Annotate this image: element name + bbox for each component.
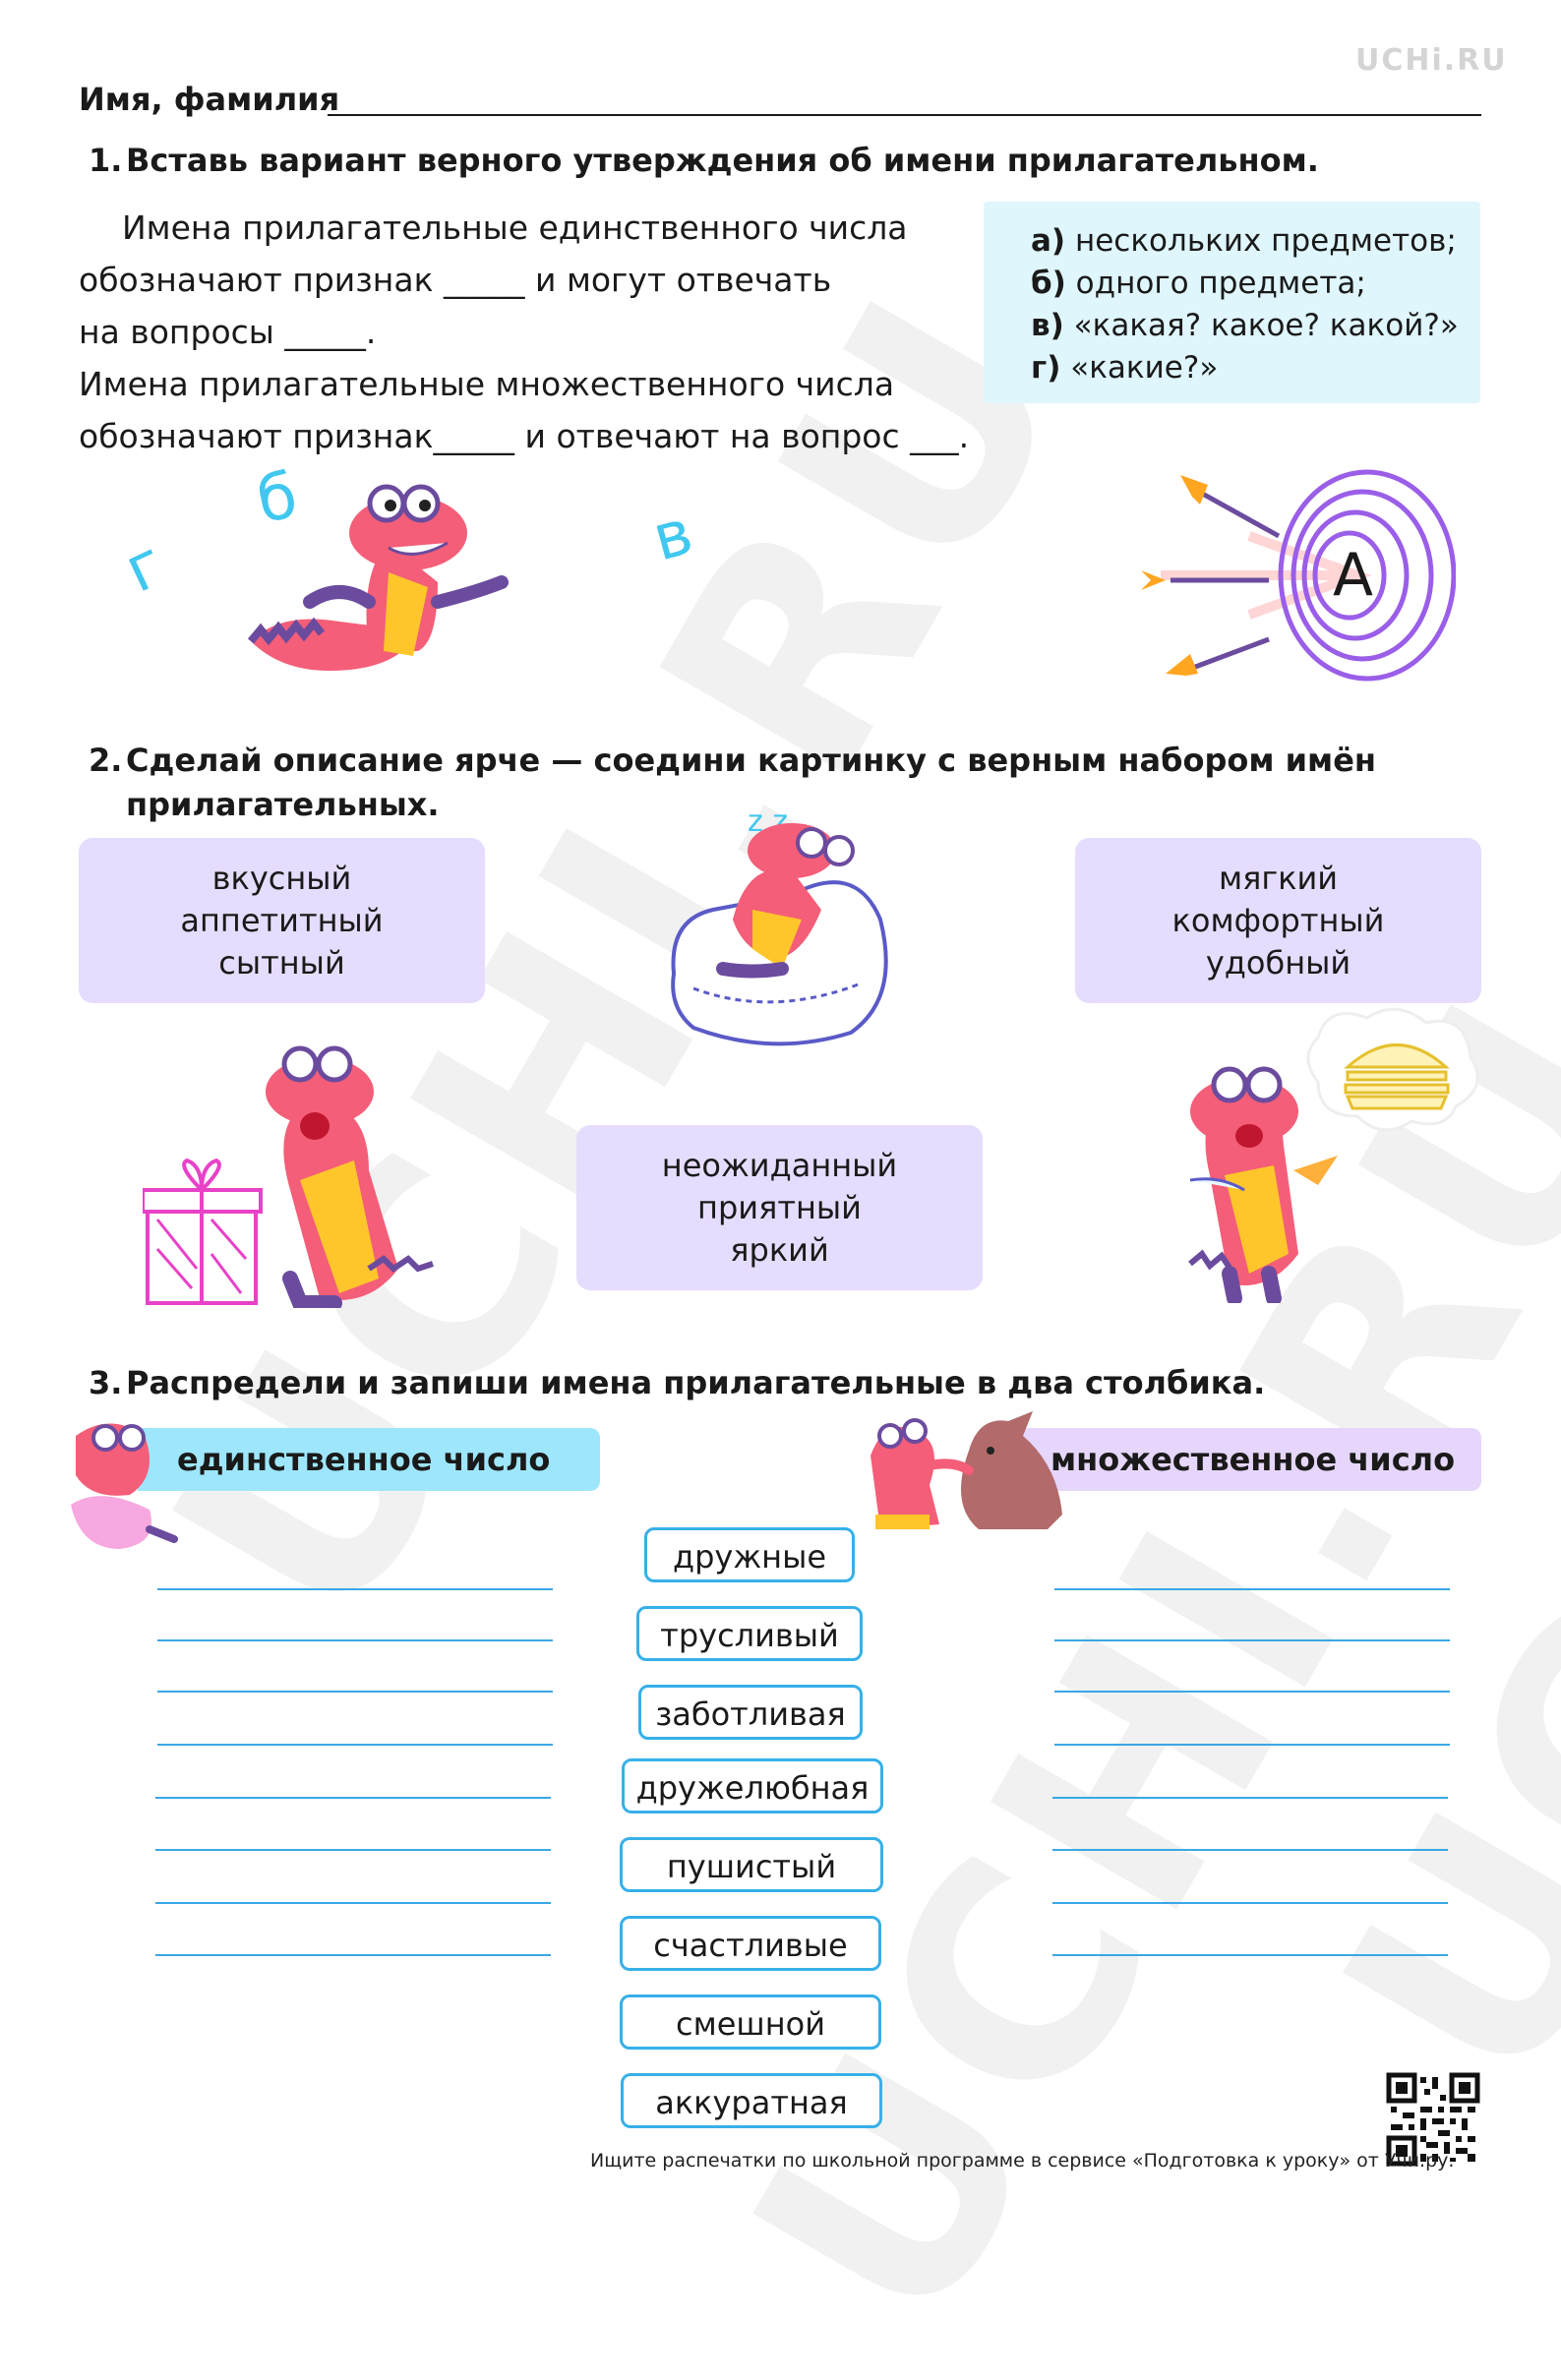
answer-line-plural[interactable] xyxy=(1052,1849,1448,1851)
adjective: вкусный xyxy=(211,859,352,897)
adjective-box-food[interactable]: вкусный аппетитный сытный xyxy=(79,838,485,1003)
plural-header: множественное число xyxy=(1023,1428,1481,1491)
task2-title-line1: Сделай описание ярче — соедини картинку … xyxy=(126,742,1377,779)
qr-code[interactable] xyxy=(1385,2071,1481,2168)
dino-gift-illustration[interactable] xyxy=(143,1042,438,1308)
singular-label: единственное число xyxy=(177,1441,551,1478)
adjective: аппетитный xyxy=(180,901,384,939)
answer-line-singular[interactable] xyxy=(157,1639,553,1641)
task1-line: Имена прилагательные множественного числ… xyxy=(79,365,895,403)
adjective: комфортный xyxy=(1171,901,1385,939)
adjective: мягкий xyxy=(1218,859,1339,897)
answer-line-plural[interactable] xyxy=(1052,1954,1448,1956)
name-input-line[interactable] xyxy=(328,114,1481,116)
floating-letter-g: г xyxy=(113,527,175,608)
task1-line: обозначают признак _____ и могут отвечат… xyxy=(79,261,832,299)
task1-title-text: Вставь вариант верного утверждения об им… xyxy=(126,142,1319,179)
option-v: в) «какая? какое? какой?» xyxy=(1031,308,1459,343)
singular-header: единственное число xyxy=(138,1428,600,1491)
task2-number: 2. xyxy=(89,742,123,779)
dino-beanbag-illustration[interactable]: z z xyxy=(654,802,910,1057)
answer-line-plural[interactable] xyxy=(1052,1797,1448,1799)
task3-title: 3.Распредели и запиши имена прилагательн… xyxy=(89,1361,1265,1404)
task1-line: на вопросы _____. xyxy=(79,313,377,351)
word-chip[interactable]: счастливые xyxy=(620,1916,881,1971)
uchi-logo: UCHi.RU xyxy=(1355,43,1508,78)
adjective-box-comfort[interactable]: мягкий комфортный удобный xyxy=(1075,838,1481,1003)
task3-number: 3. xyxy=(89,1364,123,1401)
plural-label: множественное число xyxy=(1051,1441,1456,1478)
answer-line-singular[interactable] xyxy=(155,1902,551,1904)
word-chip[interactable]: трусливый xyxy=(636,1606,863,1661)
word-chip[interactable]: заботливая xyxy=(638,1685,863,1740)
target-darts-illustration xyxy=(1141,469,1456,682)
answer-line-plural[interactable] xyxy=(1054,1588,1450,1590)
target-letter: А xyxy=(1333,541,1374,610)
task2-title-line2: прилагательных. xyxy=(126,786,440,823)
adjective-box-gift[interactable]: неожиданный приятный яркий xyxy=(576,1125,983,1290)
answer-line-singular[interactable] xyxy=(157,1691,553,1693)
task1-number: 1. xyxy=(89,142,123,179)
task1-text: Имена прилагательные единственного числа… xyxy=(79,202,970,462)
option-b: б) одного предмета; xyxy=(1031,266,1366,301)
adjective: сытный xyxy=(218,943,345,982)
option-a: а) нескольких предметов; xyxy=(1031,223,1457,259)
word-chip[interactable]: аккуратная xyxy=(621,2073,882,2128)
task1-title: 1.Вставь вариант верного утверждения об … xyxy=(89,139,1319,182)
adjective: удобный xyxy=(1205,943,1351,982)
answer-line-singular[interactable] xyxy=(157,1744,553,1746)
answer-line-singular[interactable] xyxy=(155,1849,551,1851)
footer-text: Ищите распечатки по школьной программе в… xyxy=(590,2150,1455,2172)
word-chip[interactable]: дружелюбная xyxy=(622,1758,883,1814)
answer-options-panel: а) нескольких предметов; б) одного предм… xyxy=(984,202,1480,403)
answer-line-plural[interactable] xyxy=(1054,1691,1450,1693)
word-chip[interactable]: пушистый xyxy=(620,1837,883,1892)
answer-line-plural[interactable] xyxy=(1054,1639,1450,1641)
answer-line-singular[interactable] xyxy=(155,1954,551,1956)
word-chip[interactable]: смешной xyxy=(620,1994,881,2050)
name-label: Имя, фамилия xyxy=(79,81,340,118)
adjective: яркий xyxy=(730,1230,829,1269)
answer-line-plural[interactable] xyxy=(1054,1744,1450,1746)
task2-title: 2.Сделай описание ярче — соедини картинк… xyxy=(89,739,1376,782)
option-g: г) «какие?» xyxy=(1031,350,1219,386)
answer-line-singular[interactable] xyxy=(155,1797,551,1799)
dino-food-illustration[interactable] xyxy=(1171,998,1490,1303)
dino-rabbit-illustration xyxy=(871,1411,1062,1529)
answer-line-singular[interactable] xyxy=(157,1588,553,1590)
adjective: приятный xyxy=(697,1188,862,1226)
task3-title-text: Распредели и запиши имена прилагательные… xyxy=(126,1364,1266,1401)
answer-line-plural[interactable] xyxy=(1052,1902,1448,1904)
baby-dino-illustration xyxy=(71,1423,178,1549)
word-chip[interactable]: дружные xyxy=(644,1527,855,1582)
adjective: неожиданный xyxy=(661,1146,898,1184)
task1-line: обозначают признак_____ и отвечают на во… xyxy=(79,417,970,455)
dino-pointing-illustration xyxy=(247,484,509,671)
task1-line: Имена прилагательные единственного числа xyxy=(122,208,908,247)
